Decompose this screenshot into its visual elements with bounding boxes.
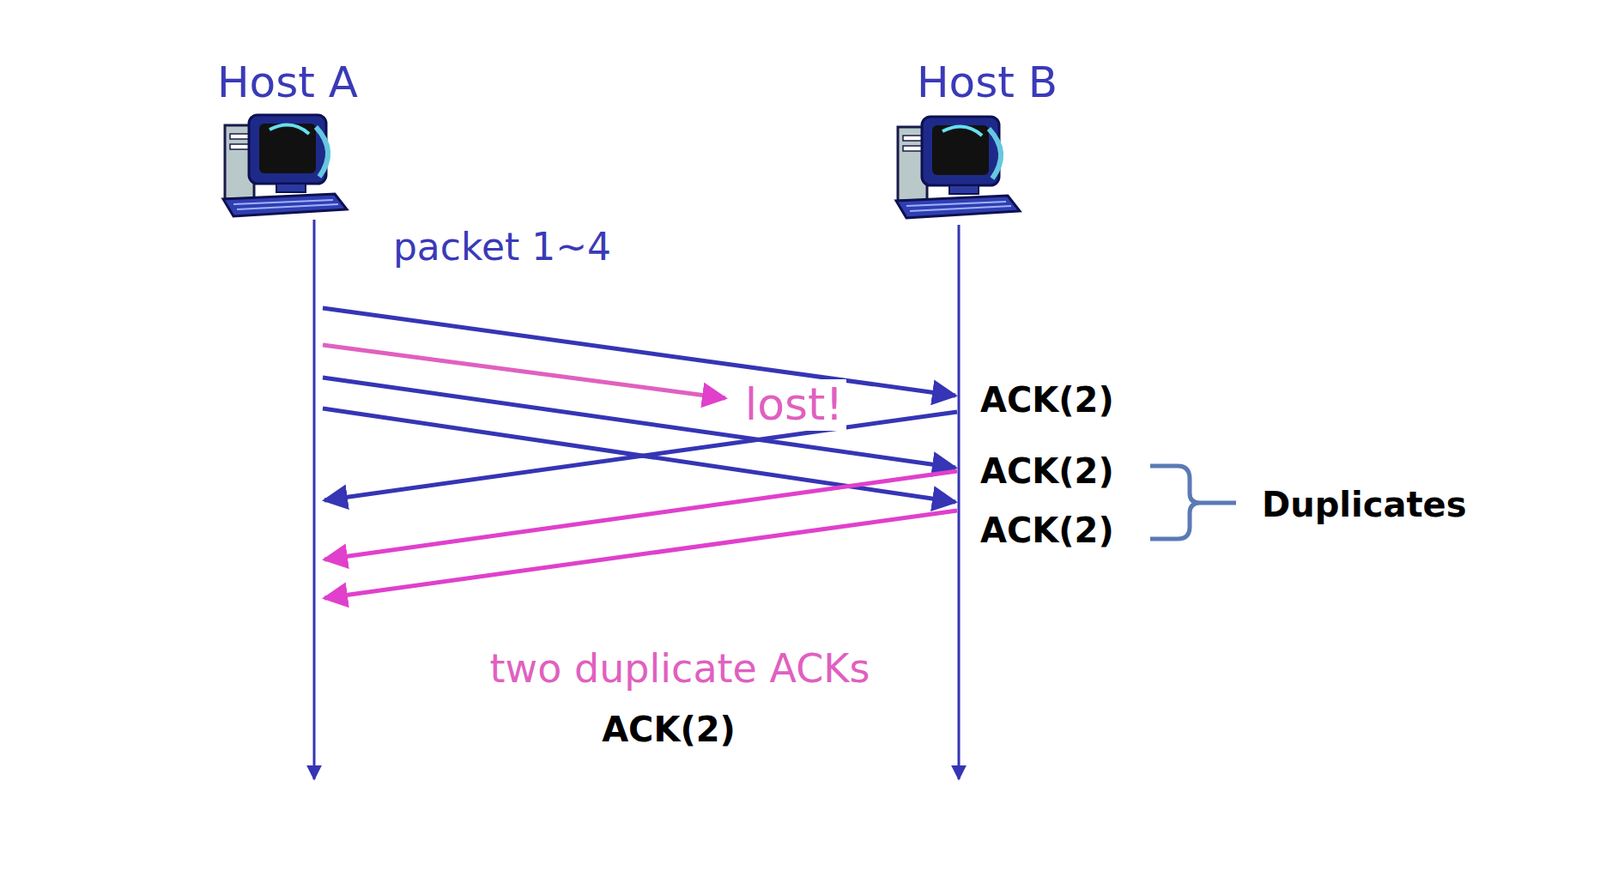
packet-label: packet 1~4 bbox=[389, 225, 615, 270]
ack-label: ACK(2) bbox=[976, 451, 1118, 491]
ack-label: ACK(2) bbox=[976, 510, 1118, 551]
loss-label: lost! bbox=[741, 379, 848, 431]
ack-label: ACK(2) bbox=[976, 380, 1118, 420]
caption-note: two duplicate ACKs bbox=[486, 646, 874, 692]
bracket-label: Duplicates bbox=[1258, 484, 1471, 525]
ack-label: ACK(2) bbox=[598, 709, 740, 750]
brace bbox=[1150, 466, 1237, 540]
host-name: Host B bbox=[913, 58, 1061, 109]
host-name: Host A bbox=[213, 58, 362, 109]
